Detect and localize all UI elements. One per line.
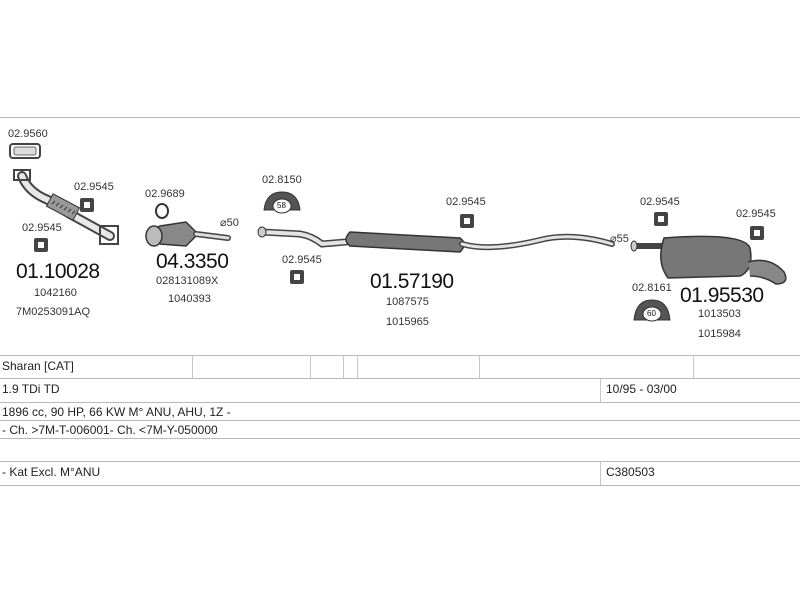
catalyst-ref-2: 1040393 (168, 293, 211, 305)
rubber-mount-icon (290, 270, 304, 284)
table-column-divider (310, 355, 311, 378)
gasket-part-number: 02.9560 (8, 128, 48, 140)
pipe-clamp-icon (633, 299, 671, 322)
table-column-divider (343, 355, 344, 378)
rubber-mount-icon (750, 226, 764, 240)
exhaust-parts-drawing (9, 143, 787, 322)
table-column-divider (479, 355, 480, 378)
table-column-divider (693, 355, 694, 378)
clamp-part-number: 02.8150 (262, 174, 302, 186)
diagram-top-border (0, 117, 800, 118)
rear-silencer-part-number: 01.95530 (680, 284, 764, 307)
mount-part-number: 02.9545 (736, 208, 776, 220)
pipe-clamp-icon (263, 191, 301, 214)
ring-gasket-icon (155, 203, 169, 219)
table-column-divider (357, 355, 358, 378)
rear-silencer-ref-1: 1013503 (698, 308, 741, 320)
catalytic-converter-icon (145, 221, 231, 247)
mount-part-number: 02.9545 (22, 222, 62, 234)
clamp-size-label: 58 (277, 201, 286, 210)
exclusion-note: - Kat Excl. M°ANU (2, 465, 101, 479)
gasket-ring-icon (9, 143, 41, 159)
center-silencer-ref-2: 1015965 (386, 316, 429, 328)
table-divider (0, 485, 800, 486)
pipe-diameter-label: ⌀55 (610, 233, 629, 245)
rubber-mount-icon (34, 238, 48, 252)
front-pipe-ref-2: 7M0253091AQ (16, 306, 90, 318)
table-divider (0, 438, 800, 439)
pipe-diameter-label: ⌀50 (220, 217, 239, 229)
table-divider (0, 378, 800, 379)
table-divider (0, 420, 800, 421)
rear-silencer-icon (630, 235, 787, 285)
front-pipe-ref-1: 1042160 (34, 287, 77, 299)
table-column-divider (600, 378, 601, 402)
mount-part-number: 02.9545 (282, 254, 322, 266)
table-column-divider (192, 355, 193, 378)
mount-part-number: 02.9545 (74, 181, 114, 193)
table-divider (0, 355, 800, 356)
rubber-mount-icon (654, 212, 668, 226)
rubber-mount-icon (460, 214, 474, 228)
center-silencer-part-number: 01.57190 (370, 270, 454, 293)
front-pipe-part-number: 01.10028 (16, 260, 100, 283)
table-column-divider (600, 461, 601, 485)
engine-specification: 1896 cc, 90 HP, 66 KW M° ANU, AHU, 1Z - (2, 405, 231, 419)
vehicle-model: Sharan [CAT] (2, 359, 74, 373)
chassis-range: - Ch. >7M-T-006001- Ch. <7M-Y-050000 (2, 423, 218, 437)
rubber-mount-icon (80, 198, 94, 212)
table-divider (0, 461, 800, 462)
catalyst-part-number: 04.3350 (156, 250, 229, 273)
clamp-size-label: 60 (647, 309, 656, 318)
engine-type: 1.9 TDi TD (2, 382, 60, 396)
mount-part-number: 02.9545 (446, 196, 486, 208)
clamp-part-number: 02.8161 (632, 282, 672, 294)
production-period: 10/95 - 03/00 (606, 382, 677, 396)
mount-part-number: 02.9545 (640, 196, 680, 208)
front-pipe-icon (13, 169, 119, 245)
kit-code: C380503 (606, 465, 655, 479)
catalyst-ref-1: 028131089X (156, 275, 219, 287)
table-divider (0, 402, 800, 403)
center-silencer-icon (257, 226, 615, 253)
center-silencer-ref-1: 1087575 (386, 296, 429, 308)
ring-part-number: 02.9689 (145, 188, 185, 200)
rear-silencer-ref-2: 1015984 (698, 328, 741, 340)
